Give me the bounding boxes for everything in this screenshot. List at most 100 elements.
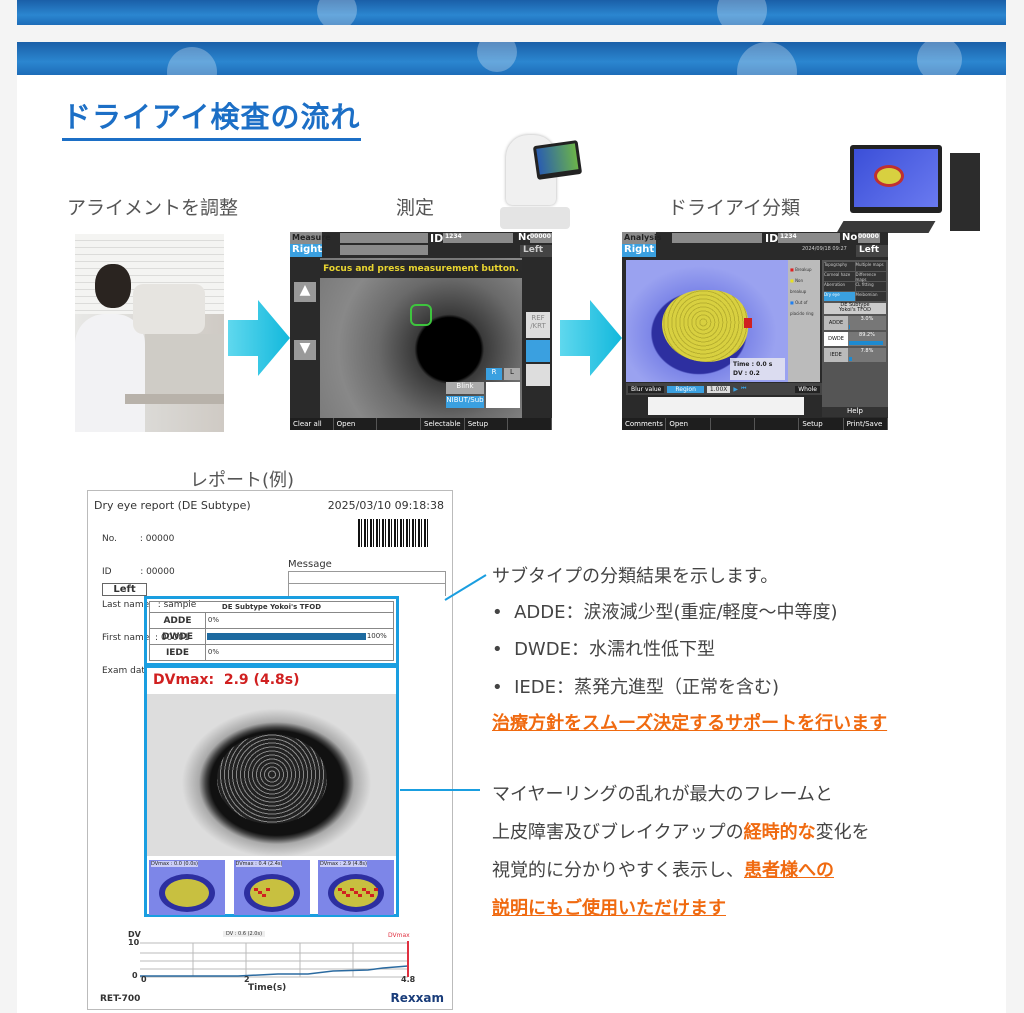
open-exam-button[interactable]: Open exam (666, 418, 711, 430)
no-label: No. (842, 232, 862, 243)
timeline-thumbnail: DVmax : 2.9 (4.8s) (318, 860, 394, 915)
region-button[interactable]: Region (667, 385, 704, 393)
top-banner (17, 0, 1006, 25)
desc1-emphasis: 治療方針をスムーズ決定するサポートを行います (492, 713, 888, 734)
menu-topography[interactable]: Topography (824, 262, 855, 271)
brand-logo: Rexxam (390, 991, 444, 1005)
menu-difference-maps[interactable]: Difference maps (855, 272, 886, 282)
report-eye-image (147, 694, 396, 856)
selectable-button[interactable]: Selectable (421, 418, 465, 430)
no-value: 00000 (858, 233, 880, 243)
setup-button[interactable]: Setup (799, 418, 844, 430)
analysis-subtype-row: DWDE 89.2% (824, 332, 886, 346)
timeline-thumbnail: DVmax : 0.0 (0.0s) (149, 860, 225, 915)
desc1-bullet: • IEDE：蒸発亢進型（正常を含む) (492, 677, 779, 698)
tearfilm-button[interactable] (526, 340, 550, 362)
chart-x0: 0 (141, 975, 147, 984)
blur-value-button[interactable]: Blur value (628, 385, 665, 393)
legend-out-of-ring: ■ Out of placido ring (790, 300, 814, 316)
no-label: No. (518, 232, 538, 243)
subtype-label: DWDE (824, 332, 848, 346)
dv-series-line (140, 965, 409, 977)
legend-non-breakup: ■ Non breakup (790, 278, 807, 294)
eye-left-tab[interactable]: Left (856, 245, 888, 257)
dv-timeline[interactable] (648, 397, 804, 415)
r-toggle[interactable]: R (486, 368, 502, 380)
clear-all-button[interactable]: Clear all (290, 418, 334, 430)
eye-right-tab[interactable]: Right (622, 244, 656, 257)
thumbnail-label: DVmax : 2.9 (4.8s) (320, 861, 367, 867)
subtype-label: IEDE (824, 348, 848, 362)
arrow-right-icon (228, 300, 290, 376)
report-sheet: Dry eye report (DE Subtype) 2025/03/10 0… (87, 490, 453, 1010)
zoom-select[interactable]: 1.00X (706, 385, 731, 393)
measure-screen: Measure Right ID 1234 No. 00000 Left Foc… (290, 232, 552, 430)
dvmax-readout: DVmax: 2.9 (4.8s) (153, 672, 300, 688)
menu-dry-eye[interactable]: Dry eye (824, 292, 855, 301)
setup-button[interactable]: Setup (465, 418, 509, 430)
nibut-label: NIBUT/Sub (446, 396, 484, 408)
menu-aberration[interactable]: Aberration (824, 282, 855, 291)
step-label-classification: ドライアイ分類 (668, 197, 801, 219)
open-exam-button[interactable]: Open exam (334, 418, 378, 430)
id-value: 1234 (443, 233, 513, 243)
subtype-value: 0% (207, 616, 219, 624)
subtype-value: 100% (366, 632, 387, 640)
chart-xlabel: Time(s) (248, 983, 287, 993)
report-datetime: 2025/03/10 09:18:38 (327, 499, 444, 512)
down-button[interactable]: ▼ (294, 340, 316, 360)
whole-button[interactable]: Whole (795, 385, 820, 393)
menu-cl-fitting[interactable]: CL fitting (855, 282, 886, 291)
dv-readout: DV : 0.2 (733, 370, 760, 377)
rewind-icon[interactable]: ⏮ (741, 385, 747, 392)
print-save-button[interactable]: Print/Save (844, 418, 888, 430)
l-toggle[interactable]: L (504, 368, 520, 380)
mode-label: Analysis (622, 232, 662, 244)
comments-button[interactable]: Comments (622, 418, 667, 430)
chart-xmax: 4.8 (401, 975, 416, 984)
subtype-value: 89.2% (859, 332, 875, 338)
field-no: No. : 00000 (102, 534, 175, 544)
blink-label: Blink (446, 382, 484, 394)
eye-label: Left (102, 583, 147, 596)
subtype-bar (849, 357, 852, 361)
up-button[interactable]: ▲ (294, 282, 316, 302)
id-label: ID (430, 232, 444, 245)
desc2-line: 視覚的に分かりやすく表示し、患者様への (492, 860, 834, 881)
thumbnail-label: DVmax : 0.4 (2.4s) (235, 861, 283, 867)
meibo-button[interactable] (526, 364, 550, 386)
play-icon[interactable]: ▶ (733, 385, 739, 393)
field-id: ID : 00000 (102, 567, 175, 577)
menu-meibomian[interactable]: Meibomian (855, 292, 886, 301)
help-button[interactable]: Help (822, 407, 888, 417)
step-label-alignment: アライメントを調整 (67, 197, 239, 219)
id-value: 1234 (778, 233, 840, 243)
desc2-line: 上皮障害及びブレイクアップの経時的な変化を (492, 822, 870, 843)
eye-left-tab[interactable]: Left (520, 245, 552, 257)
id-label: ID (765, 232, 779, 245)
desc1-heading: サブタイプの分類結果を示します。 (492, 566, 779, 587)
barcode (358, 519, 428, 547)
empty-slot (711, 418, 755, 430)
arrow-right-icon (560, 300, 622, 376)
menu-multiple-maps[interactable]: Multiple maps (855, 262, 886, 271)
menu-corneal-haze[interactable]: Corneal haze (824, 272, 855, 281)
model-name: RET-700 (100, 994, 141, 1004)
ref-krt-button[interactable]: REF /KRT (526, 312, 550, 338)
subtype-label: ADDE (824, 316, 848, 330)
desc2-line: 説明にもご使用いただけます (492, 898, 726, 919)
step-label-measure: 測定 (396, 197, 435, 219)
eye-right-tab[interactable]: Right (290, 244, 323, 257)
subtype-value: 0% (207, 648, 219, 656)
table-title: DE Subtype Yokoi's TFOD (149, 601, 394, 613)
empty-slot (755, 418, 800, 430)
chart-xmid: 2 (244, 975, 250, 984)
empty-slot (377, 418, 422, 430)
